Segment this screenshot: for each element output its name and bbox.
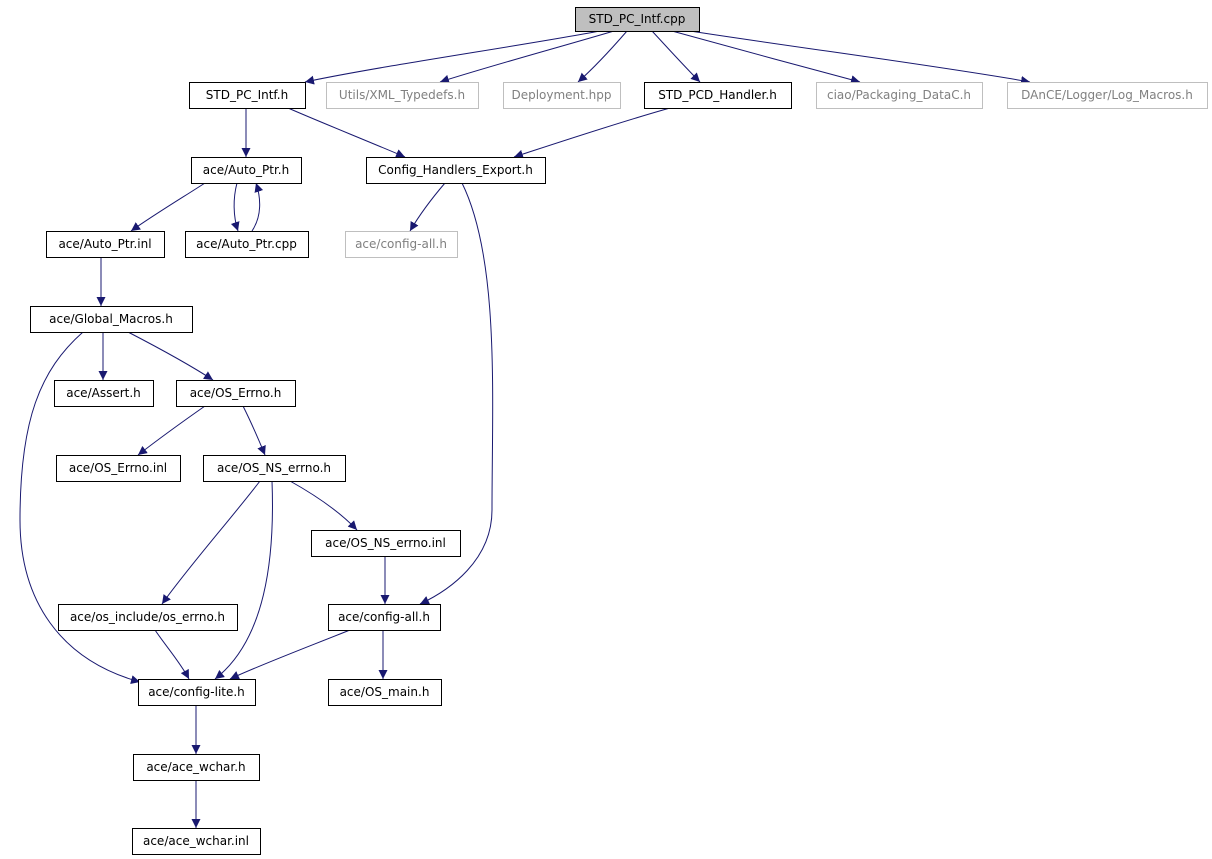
- node-box: [46, 231, 165, 258]
- node-label: ace/os_include/os_errno.h: [70, 610, 225, 624]
- node-n3: Deployment.hpp: [503, 82, 621, 109]
- edge-n18-n20: [154, 629, 190, 680]
- node-label: DAnCE/Logger/Log_Macros.h: [1021, 88, 1193, 102]
- node-n9[interactable]: ace/Auto_Ptr.inl: [46, 231, 165, 258]
- node-label: Deployment.hpp: [511, 88, 611, 102]
- node-label: ace/OS_NS_errno.h: [217, 461, 331, 475]
- node-label: ace/OS_main.h: [340, 685, 430, 699]
- edge-n1-n8: [287, 107, 406, 158]
- node-label: ace/Auto_Ptr.cpp: [196, 237, 297, 251]
- edge-n16-n17: [289, 480, 358, 531]
- node-n20[interactable]: ace/config-lite.h: [138, 679, 256, 706]
- node-box: [575, 7, 700, 32]
- edge-n0-n4: [651, 30, 701, 83]
- edge-n16-n18: [161, 480, 261, 605]
- node-box: [185, 231, 309, 258]
- edge-n10-n7: [251, 182, 264, 232]
- node-box: [311, 530, 461, 557]
- edge-n0-n5: [671, 30, 861, 85]
- node-box: [191, 157, 302, 184]
- node-n11: ace/config-all.h: [345, 231, 458, 258]
- edge-n7-n9: [130, 182, 206, 232]
- node-n6: DAnCE/Logger/Log_Macros.h: [1007, 82, 1208, 109]
- node-box: [132, 828, 261, 855]
- edge-n0-n6: [689, 30, 1031, 85]
- node-n13[interactable]: ace/Assert.h: [54, 380, 154, 407]
- node-box: [54, 380, 154, 407]
- node-n2: Utils/XML_Typedefs.h: [326, 82, 479, 109]
- node-label: ciao/Packaging_DataC.h: [827, 88, 971, 102]
- node-box: [30, 306, 193, 333]
- node-n4[interactable]: STD_PCD_Handler.h: [644, 82, 792, 109]
- node-label: ace/ace_wchar.inl: [143, 834, 249, 848]
- node-box: [328, 604, 441, 631]
- node-box: [58, 604, 238, 631]
- node-label: ace/OS_Errno.inl: [69, 461, 167, 475]
- node-label: Config_Handlers_Export.h: [378, 163, 533, 177]
- node-label: ace/OS_NS_errno.inl: [325, 536, 446, 550]
- edge-n19-n20: [229, 629, 351, 680]
- node-label: ace/Auto_Ptr.inl: [58, 237, 151, 251]
- node-label: Utils/XML_Typedefs.h: [339, 88, 465, 102]
- node-label: ace/config-lite.h: [148, 685, 245, 699]
- node-n0[interactable]: STD_PC_Intf.cpp: [575, 7, 700, 32]
- node-box: [328, 679, 442, 706]
- node-box: [56, 455, 181, 482]
- node-label: STD_PCD_Handler.h: [658, 88, 777, 102]
- node-n5: ciao/Packaging_DataC.h: [816, 82, 983, 109]
- node-n19[interactable]: ace/config-all.h: [328, 604, 441, 631]
- edge-n4-n8: [513, 107, 671, 159]
- node-box: [644, 82, 792, 109]
- node-n22[interactable]: ace/ace_wchar.h: [133, 754, 260, 781]
- node-label: ace/Global_Macros.h: [49, 312, 173, 326]
- node-n23[interactable]: ace/ace_wchar.inl: [132, 828, 261, 855]
- node-label: ace/ace_wchar.h: [146, 760, 245, 774]
- node-label: ace/config-all.h: [355, 237, 447, 251]
- edge-n14-n16: [242, 405, 266, 456]
- edge-n8-n19: [419, 182, 494, 605]
- node-n18[interactable]: ace/os_include/os_errno.h: [58, 604, 238, 631]
- edge-n12-n20: [19, 331, 141, 684]
- node-label: ace/Assert.h: [66, 386, 141, 400]
- node-n16[interactable]: ace/OS_NS_errno.h: [203, 455, 346, 482]
- node-n7[interactable]: ace/Auto_Ptr.h: [191, 157, 302, 184]
- edge-n16-n20: [214, 480, 273, 680]
- node-label: ace/OS_Errno.h: [190, 386, 282, 400]
- node-n12[interactable]: ace/Global_Macros.h: [30, 306, 193, 333]
- edges-layer: [19, 30, 1031, 828]
- node-box: [189, 82, 306, 109]
- edge-n14-n15: [137, 405, 206, 456]
- node-box: [816, 82, 983, 109]
- node-n14[interactable]: ace/OS_Errno.h: [176, 380, 296, 407]
- node-box: [138, 679, 256, 706]
- node-box: [366, 157, 546, 184]
- node-n8[interactable]: Config_Handlers_Export.h: [366, 157, 546, 184]
- node-box: [203, 455, 346, 482]
- node-n17[interactable]: ace/OS_NS_errno.inl: [311, 530, 461, 557]
- node-label: STD_PC_Intf.h: [206, 88, 288, 102]
- node-box: [1007, 82, 1208, 109]
- edge-n8-n11: [409, 182, 446, 232]
- node-n15[interactable]: ace/OS_Errno.inl: [56, 455, 181, 482]
- node-box: [326, 82, 479, 109]
- node-n21[interactable]: ace/OS_main.h: [328, 679, 442, 706]
- edge-n0-n2: [439, 30, 615, 84]
- node-label: ace/Auto_Ptr.h: [203, 163, 289, 177]
- node-n1[interactable]: STD_PC_Intf.h: [189, 82, 306, 109]
- node-n10[interactable]: ace/Auto_Ptr.cpp: [185, 231, 309, 258]
- node-box: [345, 231, 458, 258]
- node-box: [176, 380, 296, 407]
- edge-n0-n1: [304, 30, 601, 85]
- node-label: ace/config-all.h: [338, 610, 430, 624]
- node-label: STD_PC_Intf.cpp: [589, 12, 686, 26]
- edge-n7-n10: [230, 182, 240, 232]
- node-box: [133, 754, 260, 781]
- edge-n12-n14: [127, 331, 214, 381]
- node-box: [503, 82, 621, 109]
- edge-n0-n3: [577, 30, 628, 83]
